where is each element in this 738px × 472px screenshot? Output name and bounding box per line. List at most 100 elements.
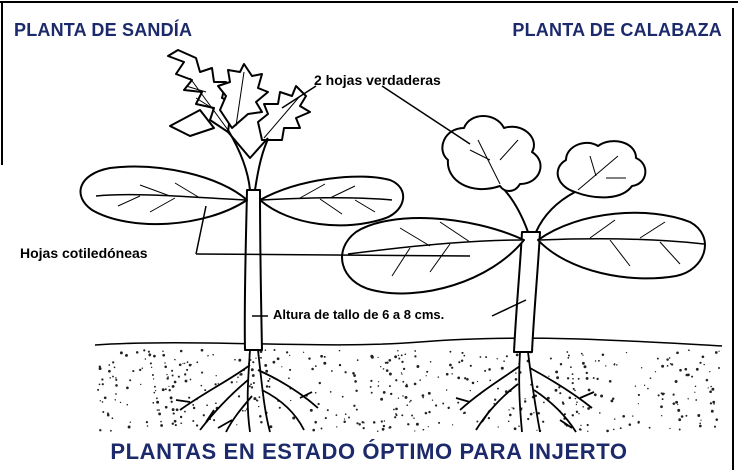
soil-speck [160,420,162,423]
soil-speck [600,394,604,398]
soil-speck [145,420,149,424]
soil-speck [422,428,425,431]
soil-speck [694,385,697,388]
soil-speck [171,408,175,412]
soil-speck [251,374,255,377]
soil-speck [151,374,154,376]
soil-speck [451,424,454,426]
soil-speck [241,409,244,412]
soil-speck [576,401,578,403]
soil-speck [575,410,579,414]
soil-speck [548,375,550,377]
soil-speck [244,410,246,412]
soil-speck [672,393,675,396]
soil-speck [451,373,453,375]
soil-speck [215,375,217,377]
soil-speck [323,355,326,358]
soil-speck [278,406,281,409]
soil-speck [201,371,204,374]
soil-speck [99,400,101,402]
soil-speck [324,417,327,420]
soil-speck [207,355,209,357]
soil-speck [292,416,296,420]
squash-roots [455,351,595,433]
soil-speck [428,410,431,414]
soil-speck [587,388,591,392]
soil-speck [677,403,679,406]
soil-speck [587,407,590,410]
soil-speck [619,427,622,430]
soil-speck [411,414,414,417]
soil-speck [380,366,382,368]
soil-speck [174,358,176,361]
soil-speck [679,368,682,372]
soil-speck [248,385,251,388]
soil-speck [398,357,401,360]
soil-speck [171,374,174,377]
soil-speck [611,397,615,401]
soil-speck [402,367,406,371]
soil-speck [239,373,242,376]
soil-speck [714,351,718,354]
soil-speck [414,350,417,352]
soil-speck [288,377,290,380]
soil-speck [256,400,259,402]
soil-speck [215,402,217,405]
soil-speck [192,420,195,422]
soil-speck [442,402,445,405]
soil-speck [192,403,195,406]
soil-speck [382,391,386,394]
soil-speck [678,428,681,431]
soil-speck [356,422,359,425]
soil-speck [613,418,616,420]
soil-speck [527,417,530,421]
soil-speck [380,397,384,401]
soil-speck [711,387,715,391]
soil-speck [106,412,109,415]
soil-speck [184,362,186,365]
soil-speck [115,384,118,387]
soil-speck [593,393,597,397]
cotyledon-leaves-label: Hojas cotiledóneas [20,245,148,261]
soil-speck [252,381,255,385]
soil-speck [401,360,404,364]
soil-speck [508,409,510,411]
soil-speck [406,404,409,407]
soil-speck [402,395,404,397]
soil-speck [707,387,709,389]
soil-speck [344,413,347,416]
soil-speck [314,420,317,424]
soil-speck [513,427,517,431]
soil-speck [586,423,589,427]
soil-speck [290,399,292,402]
soil-speck [355,389,358,393]
soil-speck [637,393,640,397]
soil-speck [153,354,156,358]
soil-speck [265,385,269,388]
soil-speck [236,381,238,383]
soil-speck [179,349,183,353]
soil-speck [98,383,101,386]
soil-speck [182,362,184,365]
soil-speck [285,351,289,354]
soil-speck [253,397,257,401]
soil-speck [148,353,152,357]
soil-speck [571,414,575,417]
soil-speck [259,415,262,418]
soil-speck [171,384,175,388]
soil-speck [680,415,684,418]
soil-speck [715,418,719,421]
soil-speck [101,401,104,403]
soil-speck [649,377,652,380]
soil-speck [410,399,412,402]
soil-speck [458,361,461,364]
soil-speck [335,414,338,416]
soil-speck [212,353,214,356]
soil-speck [108,369,111,373]
soil-speck [699,422,702,425]
soil-speck [559,362,563,366]
soil-speck [606,429,609,433]
soil-speck [672,402,676,405]
soil-speck [258,396,261,399]
soil-speck [115,393,117,395]
